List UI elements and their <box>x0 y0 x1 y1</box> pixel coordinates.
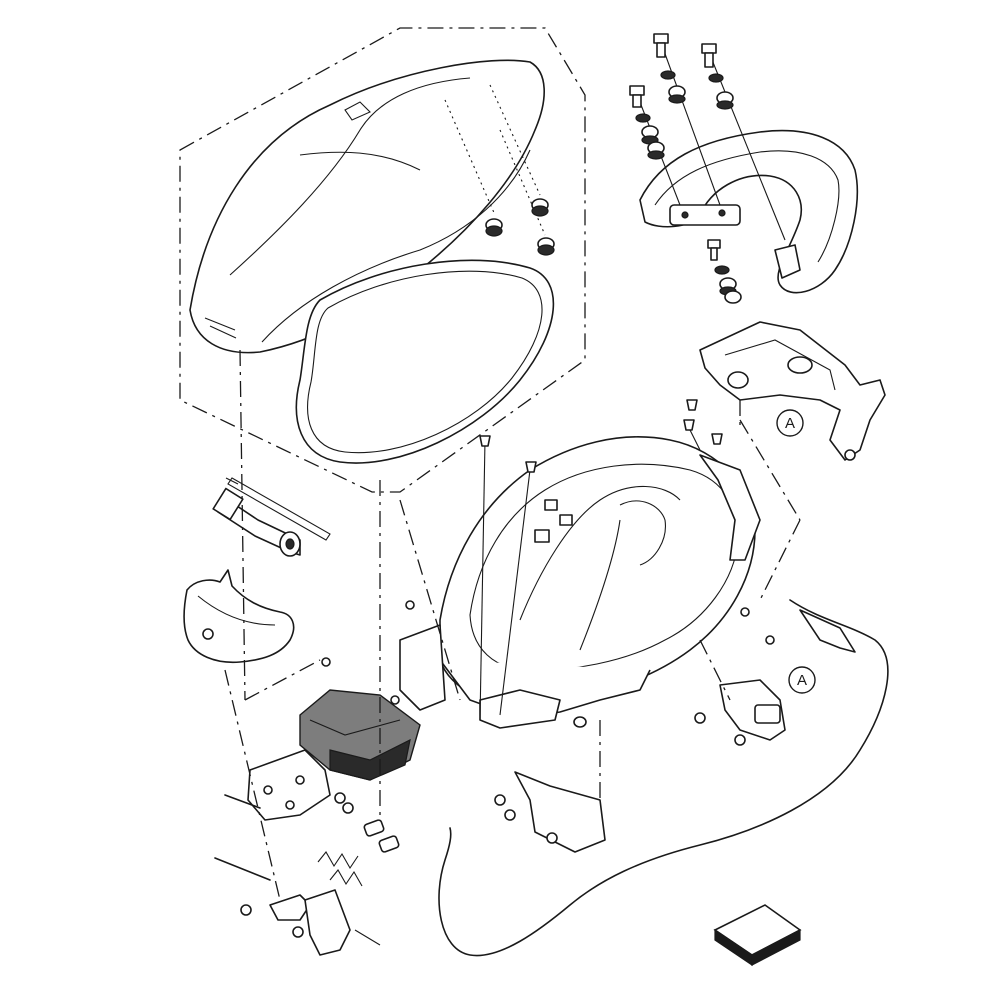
seat-seal <box>295 259 555 464</box>
latch-bracket <box>214 857 381 956</box>
seat <box>189 59 545 354</box>
cover-panel <box>183 569 295 664</box>
mount-bracket <box>494 771 606 853</box>
grab-bar <box>639 129 858 294</box>
manual-book-icon <box>713 904 802 967</box>
box-hardware <box>321 600 775 705</box>
callout-a-upper: A <box>776 409 804 437</box>
tool-kit <box>212 477 331 557</box>
callout-letter: A <box>797 672 807 689</box>
springs <box>317 819 400 887</box>
box-screws <box>479 399 723 721</box>
callout-letter: A <box>785 415 795 432</box>
grab-bar-bolts <box>629 33 786 304</box>
seat-damper <box>485 198 555 256</box>
seat-lock-cable <box>438 599 889 957</box>
callout-a-lower: A <box>788 666 816 694</box>
luggage-box <box>399 436 761 729</box>
battery <box>299 689 421 781</box>
seat-lock <box>694 679 786 746</box>
seat-hinge <box>224 749 354 821</box>
leader-lines <box>224 349 801 901</box>
rear-bracket <box>699 321 886 461</box>
seat-bolt-leaders <box>444 84 546 236</box>
